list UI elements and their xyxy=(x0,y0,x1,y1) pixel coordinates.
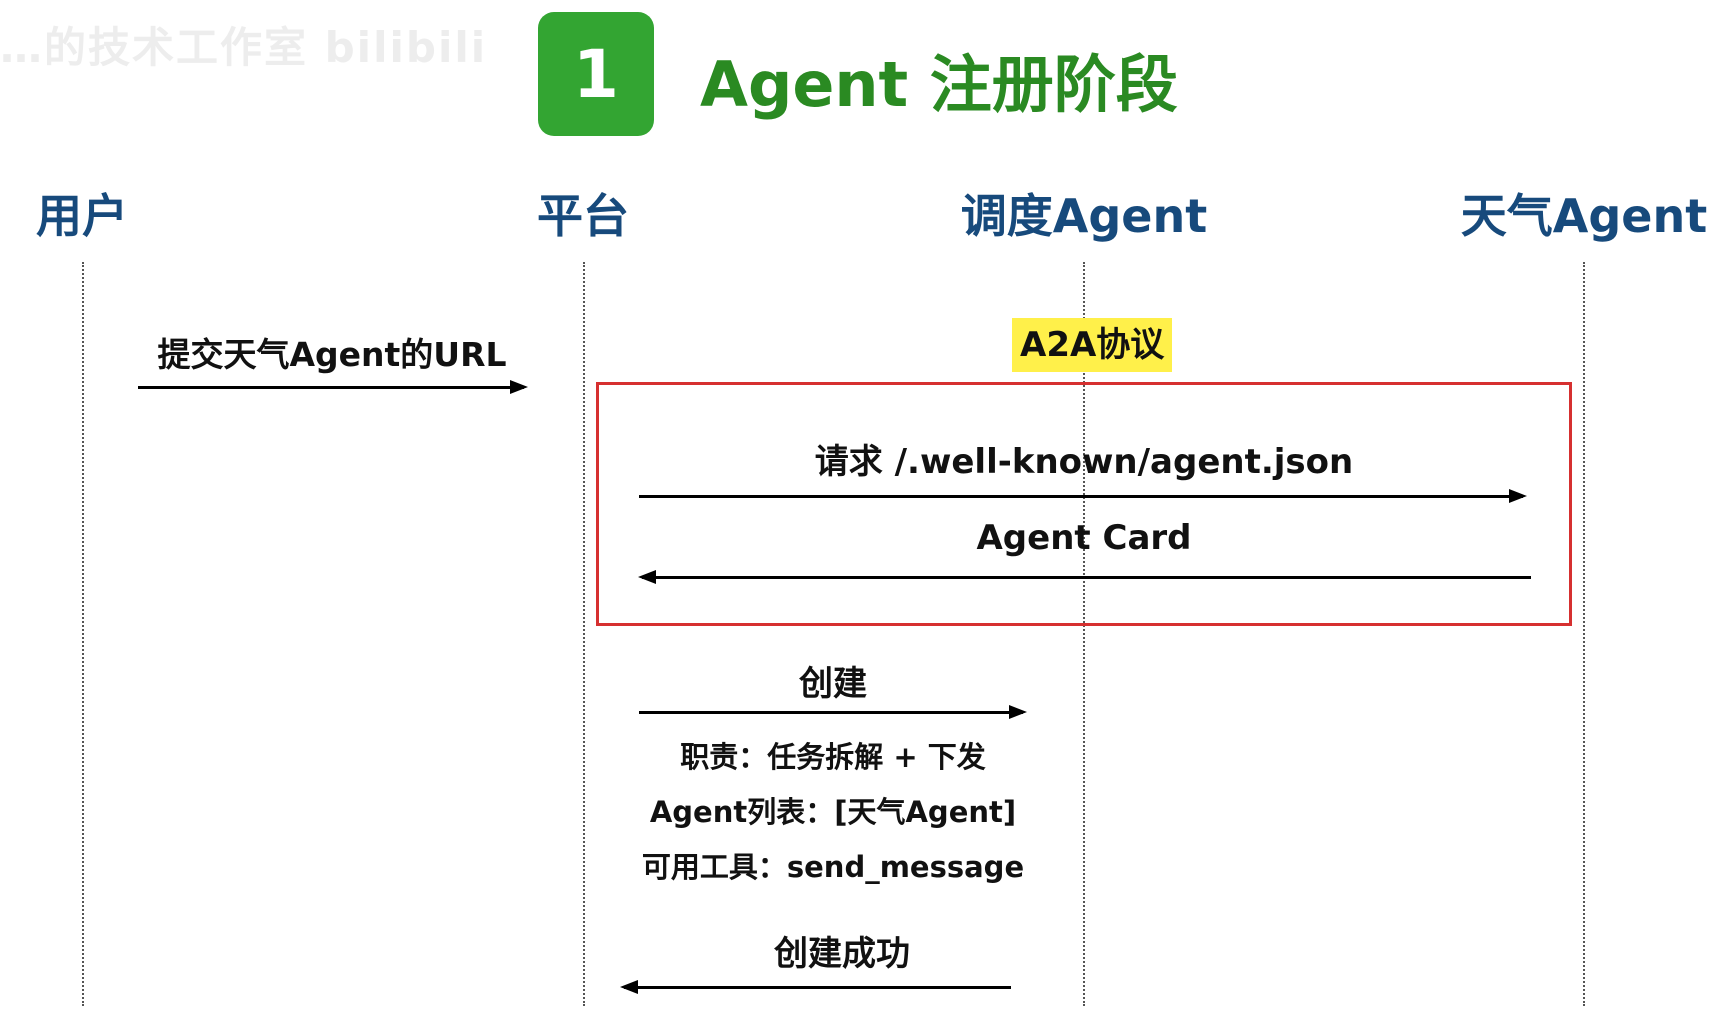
message-agent-card-label: Agent Card xyxy=(976,518,1192,558)
arrow-agent-card xyxy=(638,570,1531,584)
lifeline-weather-agent xyxy=(1583,262,1585,1006)
lifeline-scheduler-agent xyxy=(1083,262,1085,1006)
arrow-create xyxy=(639,705,1027,719)
actor-scheduler-agent: 调度Agent xyxy=(960,189,1208,243)
create-detail-tools: 可用工具：send_message xyxy=(641,850,1025,884)
actor-platform: 平台 xyxy=(537,189,629,243)
create-detail-duty: 职责：任务拆解 + 下发 xyxy=(680,740,986,774)
message-create-success-label: 创建成功 xyxy=(774,934,910,974)
message-submit-url-label: 提交天气Agent的URL xyxy=(157,335,507,374)
actor-weather-agent: 天气Agent xyxy=(1460,189,1708,243)
message-create-label: 创建 xyxy=(799,664,867,704)
arrow-submit-url xyxy=(138,380,528,394)
arrow-create-success xyxy=(620,980,1011,994)
page-title: Agent 注册阶段 xyxy=(700,48,1178,121)
watermark: …的技术工作室 bilibili xyxy=(0,23,488,72)
protocol-tag: A2A协议 xyxy=(1012,318,1173,372)
lifeline-user xyxy=(82,262,84,1006)
message-request-card-label: 请求 /.well-known/agent.json xyxy=(814,442,1354,482)
protocol-box xyxy=(596,382,1572,626)
step-badge: 1 xyxy=(538,12,654,136)
create-detail-agent-list: Agent列表：[天气Agent] xyxy=(649,795,1017,829)
actor-user: 用户 xyxy=(36,189,128,243)
lifeline-platform xyxy=(583,262,585,1006)
arrow-request-card xyxy=(639,489,1527,503)
